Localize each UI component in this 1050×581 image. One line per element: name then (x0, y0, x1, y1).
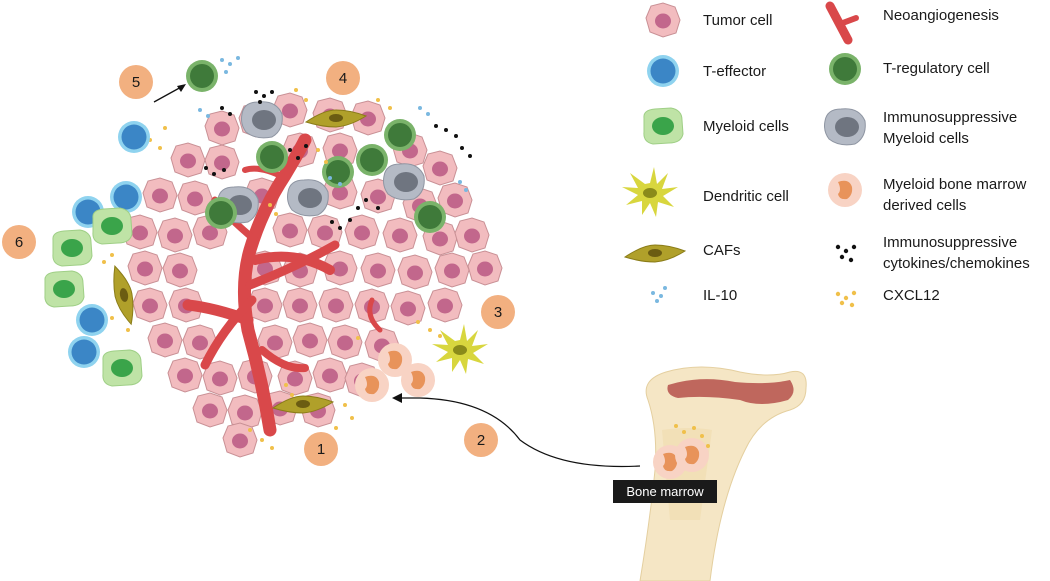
svg-text:cytokines/chemokines: cytokines/chemokines (883, 255, 1030, 272)
svg-text:Bone marrow: Bone marrow (626, 484, 704, 499)
legend-tumor-cell: Tumor cell (645, 2, 772, 38)
migration-arrow (392, 393, 641, 468)
svg-text:T-regulatory cell: T-regulatory cell (883, 60, 990, 77)
svg-text:2: 2 (477, 432, 485, 449)
svg-text:Myeloid cells: Myeloid cells (703, 118, 789, 135)
step-badge-1: 1 (304, 432, 338, 466)
svg-text:6: 6 (15, 234, 23, 251)
svg-text:CXCL12: CXCL12 (883, 287, 940, 304)
svg-text:T-effector: T-effector (703, 63, 766, 80)
svg-text:3: 3 (494, 304, 502, 321)
arrow-5 (153, 84, 186, 103)
bone-marrow-label: Bone marrow (613, 480, 717, 503)
legend-myeloid-bm-cells: Myeloid bone marrow derived cells (828, 173, 1027, 214)
legend-t-effector: T-effector (647, 55, 766, 87)
step-badge-3: 3 (481, 295, 515, 329)
step-badge-6: 6 (2, 225, 36, 259)
legend-il10: IL-10 (651, 286, 737, 304)
svg-text:Neoangiogenesis: Neoangiogenesis (883, 7, 999, 24)
legend-immunosuppressive-myeloid: Immunosuppressive Myeloid cells (824, 108, 1017, 147)
svg-text:Immunosuppressive: Immunosuppressive (883, 234, 1017, 251)
legend-dendritic-cell: Dendritic cell (622, 167, 789, 217)
svg-text:Immunosuppressive: Immunosuppressive (883, 109, 1017, 126)
legend: Tumor cell T-effector Myeloid cells Dend… (622, 1, 1030, 308)
svg-text:1: 1 (317, 441, 325, 458)
step-badge-4: 4 (326, 61, 360, 95)
svg-text:Dendritic cell: Dendritic cell (703, 188, 789, 205)
step-badge-2: 2 (464, 423, 498, 457)
svg-text:4: 4 (339, 70, 347, 87)
svg-text:5: 5 (132, 74, 140, 91)
bone-illustration (639, 366, 807, 581)
legend-neoangiogenesis: Neoangiogenesis (825, 1, 999, 45)
svg-text:Tumor cell: Tumor cell (703, 12, 772, 29)
step-badge-5: 5 (119, 65, 153, 99)
legend-t-regulatory: T-regulatory cell (829, 53, 990, 85)
legend-myeloid-cells: Myeloid cells (643, 107, 789, 145)
legend-cytokines: Immunosuppressive cytokines/chemokines (835, 234, 1030, 272)
svg-text:derived cells: derived cells (883, 197, 966, 214)
svg-text:IL-10: IL-10 (703, 287, 737, 304)
svg-text:CAFs: CAFs (703, 242, 741, 259)
tumor-mass (102, 56, 503, 458)
legend-cxcl12: CXCL12 (835, 287, 940, 308)
legend-cafs: CAFs (624, 242, 741, 263)
svg-text:Myeloid cells: Myeloid cells (883, 130, 969, 147)
svg-text:Myeloid bone marrow: Myeloid bone marrow (883, 176, 1027, 193)
